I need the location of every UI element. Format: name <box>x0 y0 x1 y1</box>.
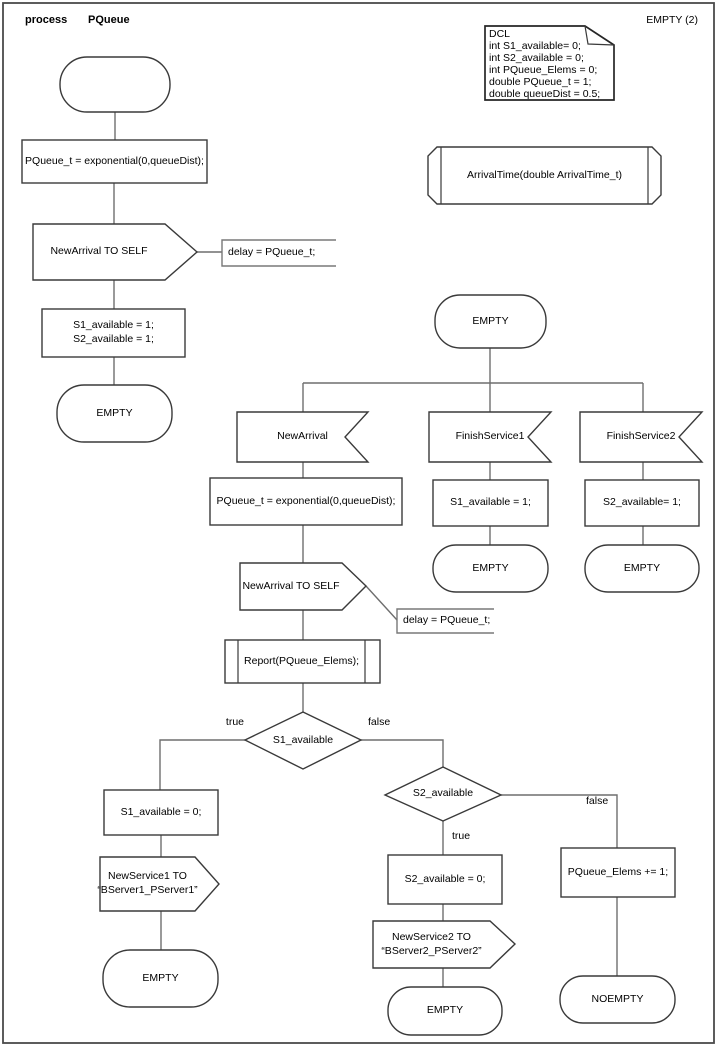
state-noempty-label: NOEMPTY <box>591 992 644 1005</box>
decision-s2-label: S2_available <box>412 787 474 800</box>
decision-s2-false-label: false <box>586 795 609 808</box>
state-empty-s1 <box>102 949 219 1008</box>
decision-s1-false-label: false <box>368 716 391 729</box>
task-s1-one <box>432 479 549 527</box>
output-newarrival-self-label: NewArrival TO SELF <box>242 579 340 592</box>
decision-s2-true-label: true <box>452 830 471 843</box>
task-s1-zero <box>103 789 219 836</box>
output-newservice2-line1: NewService2 TO <box>392 930 471 943</box>
output-newarrival-self-start <box>32 223 199 281</box>
state-empty-main-label: EMPTY <box>472 314 509 327</box>
procedure-call-side-lines <box>237 640 366 683</box>
task-s1-zero-label: S1_available = 0; <box>120 805 202 818</box>
flow-connectors <box>113 112 644 987</box>
task-queue-increment <box>560 847 676 898</box>
procedure-declaration-symbol <box>427 146 662 205</box>
task-set-timer-start <box>21 139 208 184</box>
diagram-page-label: EMPTY (2) <box>646 13 698 26</box>
task-set-timer-newarrival <box>209 477 403 526</box>
task-queue-increment-label: PQueue_Elems += 1; <box>567 865 669 878</box>
state-empty-s1-label: EMPTY <box>142 971 179 984</box>
output-newservice1-label: NewService1 TO “BServer1_PServer1” <box>97 857 198 911</box>
comment-delay-newarrival-label: delay = PQueue_t; <box>403 614 491 627</box>
task-init-line2: S2_available = 1; <box>73 333 154 345</box>
dcl-line: double PQueue_t = 1; <box>489 75 592 88</box>
procedure-declaration-label: ArrivalTime(double ArrivalTime_t) <box>466 168 622 181</box>
task-s2-zero <box>387 854 503 905</box>
procedure-call-report <box>224 639 381 684</box>
task-init-line1: S1_available = 1; <box>73 319 154 332</box>
state-noempty <box>559 975 676 1024</box>
output-newservice2-line2: “BServer2_PServer2” <box>381 944 482 957</box>
input-finishservice2 <box>579 411 704 463</box>
state-empty-fs2 <box>584 544 700 593</box>
task-s2-one-label: S2_available= 1; <box>603 496 681 509</box>
decision-s1-available <box>243 711 363 770</box>
diagram-name-label: PQueue <box>88 14 130 27</box>
procedure-call-report-label: Report(PQueue_Elems); <box>244 654 359 667</box>
comment-delay-start-label: delay = PQueue_t; <box>228 246 316 259</box>
dcl-note-fold-icon <box>584 25 615 46</box>
task-s2-one <box>584 479 700 527</box>
dcl-line: int S1_available= 0; <box>489 39 581 52</box>
dcl-note-text: DCL int S1_available= 0; int S2_availabl… <box>489 28 611 100</box>
task-init-servers <box>41 308 186 358</box>
dcl-line: double queueDist = 0.5; <box>489 87 601 100</box>
output-newarrival-self-start-label: NewArrival TO SELF <box>50 245 148 258</box>
output-newservice2 <box>372 920 517 969</box>
state-empty-s2 <box>387 986 503 1036</box>
state-empty-start <box>56 384 173 443</box>
output-newservice1-line2: “BServer1_PServer1” <box>97 884 198 896</box>
output-newservice1-line1: NewService1 TO <box>108 870 187 883</box>
task-s2-zero-label: S2_available = 0; <box>404 872 486 885</box>
input-newarrival <box>236 411 370 463</box>
input-newarrival-label: NewArrival <box>277 430 328 443</box>
task-set-timer-start-label: PQueue_t = exponential(0,queueDist); <box>25 154 204 167</box>
output-newservice1 <box>99 856 220 912</box>
dcl-note-symbol <box>484 25 615 101</box>
input-finishservice1 <box>428 411 553 463</box>
decision-s2-available <box>383 766 503 822</box>
decision-s1-label: S1_available <box>272 733 334 746</box>
input-finishservice2-label: FinishService2 <box>606 430 676 443</box>
procedure-declaration-side-lines <box>440 147 649 204</box>
start-symbol <box>59 56 171 113</box>
task-s1-one-label: S1_available = 1; <box>450 496 531 509</box>
dcl-line: int S2_available = 0; <box>489 51 584 64</box>
output-newarrival-self <box>239 562 368 611</box>
dcl-line: DCL <box>489 28 511 40</box>
state-empty-fs2-label: EMPTY <box>623 561 661 574</box>
dcl-line: int PQueue_Elems = 0; <box>489 63 598 76</box>
task-set-timer-newarrival-label: PQueue_t = exponential(0,queueDist); <box>216 494 396 507</box>
diagram-kind-label: process <box>25 14 68 27</box>
comment-delay-newarrival <box>396 608 494 634</box>
state-empty-fs1-label: EMPTY <box>472 561 509 574</box>
decision-s1-true-label: true <box>225 716 244 729</box>
state-empty-main <box>434 294 547 349</box>
input-finishservice1-label: FinishService1 <box>455 430 525 443</box>
state-empty-fs1 <box>432 544 549 593</box>
state-empty-s2-label: EMPTY <box>426 1004 464 1017</box>
task-init-servers-label: S1_available = 1; S2_available = 1; <box>42 309 185 357</box>
state-empty-start-label: EMPTY <box>96 406 133 419</box>
comment-delay-start <box>221 239 336 267</box>
output-newservice2-label: NewService2 TO “BServer2_PServer2” <box>373 921 490 968</box>
